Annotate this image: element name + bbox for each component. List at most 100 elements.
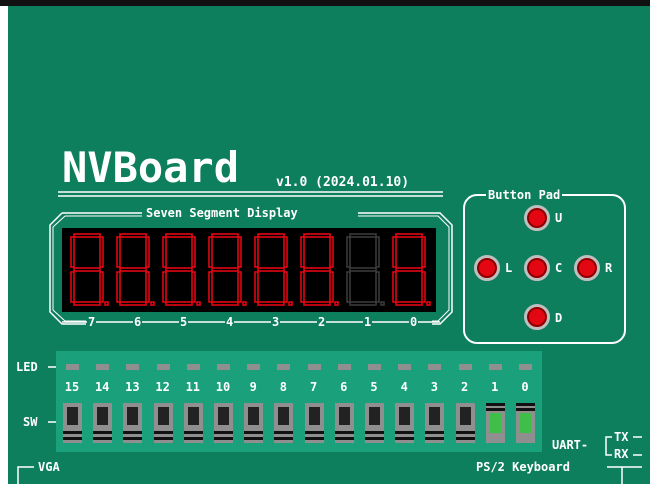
digit-3-segment-c <box>283 271 288 303</box>
switch-6-stripe <box>334 431 354 434</box>
vga-label: VGA <box>38 460 60 474</box>
switch-1-stripe <box>485 403 505 406</box>
digit-4-decimal-point <box>242 301 247 306</box>
digit-3-segment-a <box>257 233 285 238</box>
digit-5-segment-f <box>162 236 167 268</box>
digit-5-segment-e <box>162 271 167 303</box>
digit-4-segment-e <box>208 271 213 303</box>
switch-11[interactable] <box>183 403 203 443</box>
switch-10-stripe <box>214 437 233 440</box>
button-down-label: D <box>555 311 563 325</box>
uart-tx-label: TX <box>614 430 629 444</box>
switch-12-stripe <box>153 437 173 440</box>
switch-14[interactable] <box>93 403 113 443</box>
digit-5-segment-a <box>165 233 193 238</box>
digit-2-segment-g <box>303 267 331 272</box>
digit-1-segment-f <box>346 236 351 268</box>
digit-7-segment-f <box>70 236 75 268</box>
switch-5[interactable] <box>365 403 384 443</box>
switch-number-12: 12 <box>155 380 170 394</box>
switch-7-stripe <box>304 437 324 440</box>
switch-3-stripe <box>425 431 445 434</box>
switch-3[interactable] <box>425 403 445 443</box>
digit-4-segment-f <box>208 236 213 268</box>
switch-3-stripe <box>425 437 445 440</box>
switch-12[interactable] <box>153 403 173 443</box>
seven-segment-digits <box>70 233 431 306</box>
switch-7[interactable] <box>304 403 324 443</box>
digit-5-segment-c <box>191 271 196 303</box>
digit-2-decimal-point <box>334 301 339 306</box>
switch-4-stripe <box>395 437 415 440</box>
digit-2-segment-a <box>303 233 331 238</box>
switch-10-knob <box>218 407 229 425</box>
button-up[interactable] <box>524 205 550 231</box>
switch-number-7: 7 <box>309 380 318 394</box>
button-left[interactable] <box>474 255 500 281</box>
digit-2-segment-b <box>329 236 334 268</box>
button-center[interactable] <box>524 255 550 281</box>
switch-0[interactable] <box>516 403 535 443</box>
digit-0-segment-f <box>392 236 397 268</box>
switch-7-knob <box>308 407 320 425</box>
switch-6[interactable] <box>334 403 354 443</box>
button-up-label: U <box>555 211 563 225</box>
led-0 <box>519 364 532 370</box>
uart-label: UART- <box>552 438 589 452</box>
digit-index-3: 3 <box>271 315 281 329</box>
switch-1[interactable] <box>485 403 505 443</box>
switch-number-6: 6 <box>340 380 348 394</box>
switch-10[interactable] <box>214 403 233 443</box>
switch-2-stripe <box>455 431 475 434</box>
switch-11-stripe <box>183 437 203 440</box>
seven-segment-label: Seven Segment Display <box>146 206 298 220</box>
switch-number-15: 15 <box>64 380 80 394</box>
digit-3-decimal-point <box>288 301 293 306</box>
led-15 <box>66 364 79 370</box>
switch-15-knob <box>67 407 78 425</box>
switch-8-stripe <box>274 437 294 440</box>
button-right[interactable] <box>574 255 600 281</box>
digit-5-decimal-point <box>196 301 201 306</box>
digit-4-segment-d <box>211 301 239 306</box>
switch-14-knob <box>97 407 109 425</box>
led-6 <box>337 364 351 370</box>
switch-0-stripe <box>516 408 535 411</box>
digit-7-segment-g <box>73 267 101 272</box>
switch-12-knob <box>157 407 169 425</box>
digit-4-segment-b <box>237 236 242 268</box>
digit-5-segment-g <box>165 267 193 272</box>
digit-5-segment-d <box>165 301 193 306</box>
switch-10-stripe <box>214 431 233 434</box>
switch-2[interactable] <box>455 403 475 443</box>
digit-6-segment-f <box>116 236 121 268</box>
switch-9-stripe <box>244 431 264 434</box>
switch-8-knob <box>278 407 290 425</box>
switch-13[interactable] <box>123 403 143 443</box>
switch-8[interactable] <box>274 403 294 443</box>
button-down[interactable] <box>524 304 550 330</box>
digit-5-segment-b <box>191 236 196 268</box>
uart-rx-label: RX <box>614 447 629 461</box>
switch-number-4: 4 <box>400 380 408 394</box>
digit-7-decimal-point <box>104 301 109 306</box>
digit-6-segment-g <box>119 267 147 272</box>
switch-4[interactable] <box>395 403 415 443</box>
digit-0-segment-d <box>395 301 423 306</box>
switch-0-knob <box>520 413 531 433</box>
switch-11-stripe <box>183 431 203 434</box>
digit-index-6: 6 <box>133 315 143 329</box>
switch-9[interactable] <box>244 403 264 443</box>
digit-0-segment-b <box>421 236 426 268</box>
digit-7-segment-e <box>70 271 75 303</box>
ps2-keyboard-label: PS/2 Keyboard <box>476 460 570 474</box>
switch-5-stripe <box>365 431 384 434</box>
switch-15[interactable] <box>63 403 82 443</box>
digit-1-segment-g <box>349 267 377 272</box>
switch-number-8: 8 <box>279 380 287 394</box>
digit-4-segment-c <box>237 271 242 303</box>
switch-11-knob <box>187 407 199 425</box>
digit-2-segment-e <box>300 271 305 303</box>
digit-4-segment-a <box>211 233 239 238</box>
